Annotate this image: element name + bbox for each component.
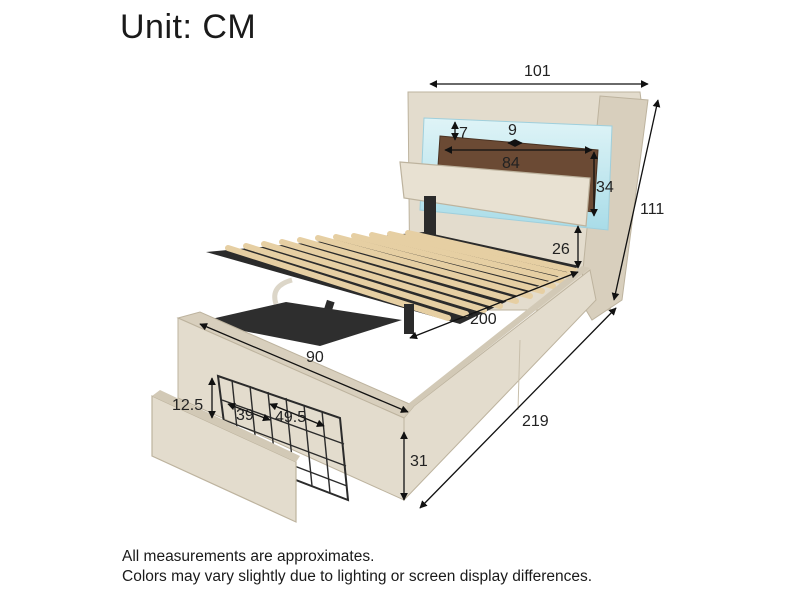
note-colors: Colors may vary slightly due to lighting…: [122, 568, 593, 585]
dim-line-drawer-depth: [227, 402, 271, 422]
label-headboard-gap: 26: [552, 241, 570, 258]
dim-line-mattress-width: [199, 323, 409, 413]
label-total-height: 111: [640, 201, 664, 218]
lift-handle: [272, 277, 293, 305]
label-overall-length: 219: [522, 413, 549, 430]
disclaimer-notes: All measurements are approximates. Color…: [122, 547, 592, 587]
dim-line-drawer-width: [269, 403, 325, 427]
label-drawer-height: 12.5: [172, 397, 203, 414]
unit-title: Unit: CM: [120, 8, 257, 46]
label-led-height: 7: [459, 125, 468, 142]
label-shelf-depth: 9: [508, 122, 517, 139]
label-cushion-height: 34: [596, 179, 614, 196]
headboard-leg-left: [424, 196, 436, 242]
label-drawer-width: 49.5: [275, 409, 306, 426]
label-mattress-width: 90: [306, 349, 324, 366]
label-drawer-depth: 39: [236, 407, 254, 424]
frame-leg: [404, 304, 414, 334]
dimension-lines: [199, 80, 661, 509]
label-shelf-width: 84: [502, 155, 520, 172]
label-mattress-length: 200: [470, 311, 497, 328]
headboard-cushion: [399, 161, 591, 227]
drawer-side: [152, 390, 300, 462]
label-rail-height: 31: [410, 453, 428, 470]
note-measurements: All measurements are approximates.: [122, 548, 375, 565]
dim-line-total-height: [611, 99, 661, 301]
dim-line-overall-length: [419, 307, 617, 509]
label-headboard-width: 101: [524, 63, 551, 80]
